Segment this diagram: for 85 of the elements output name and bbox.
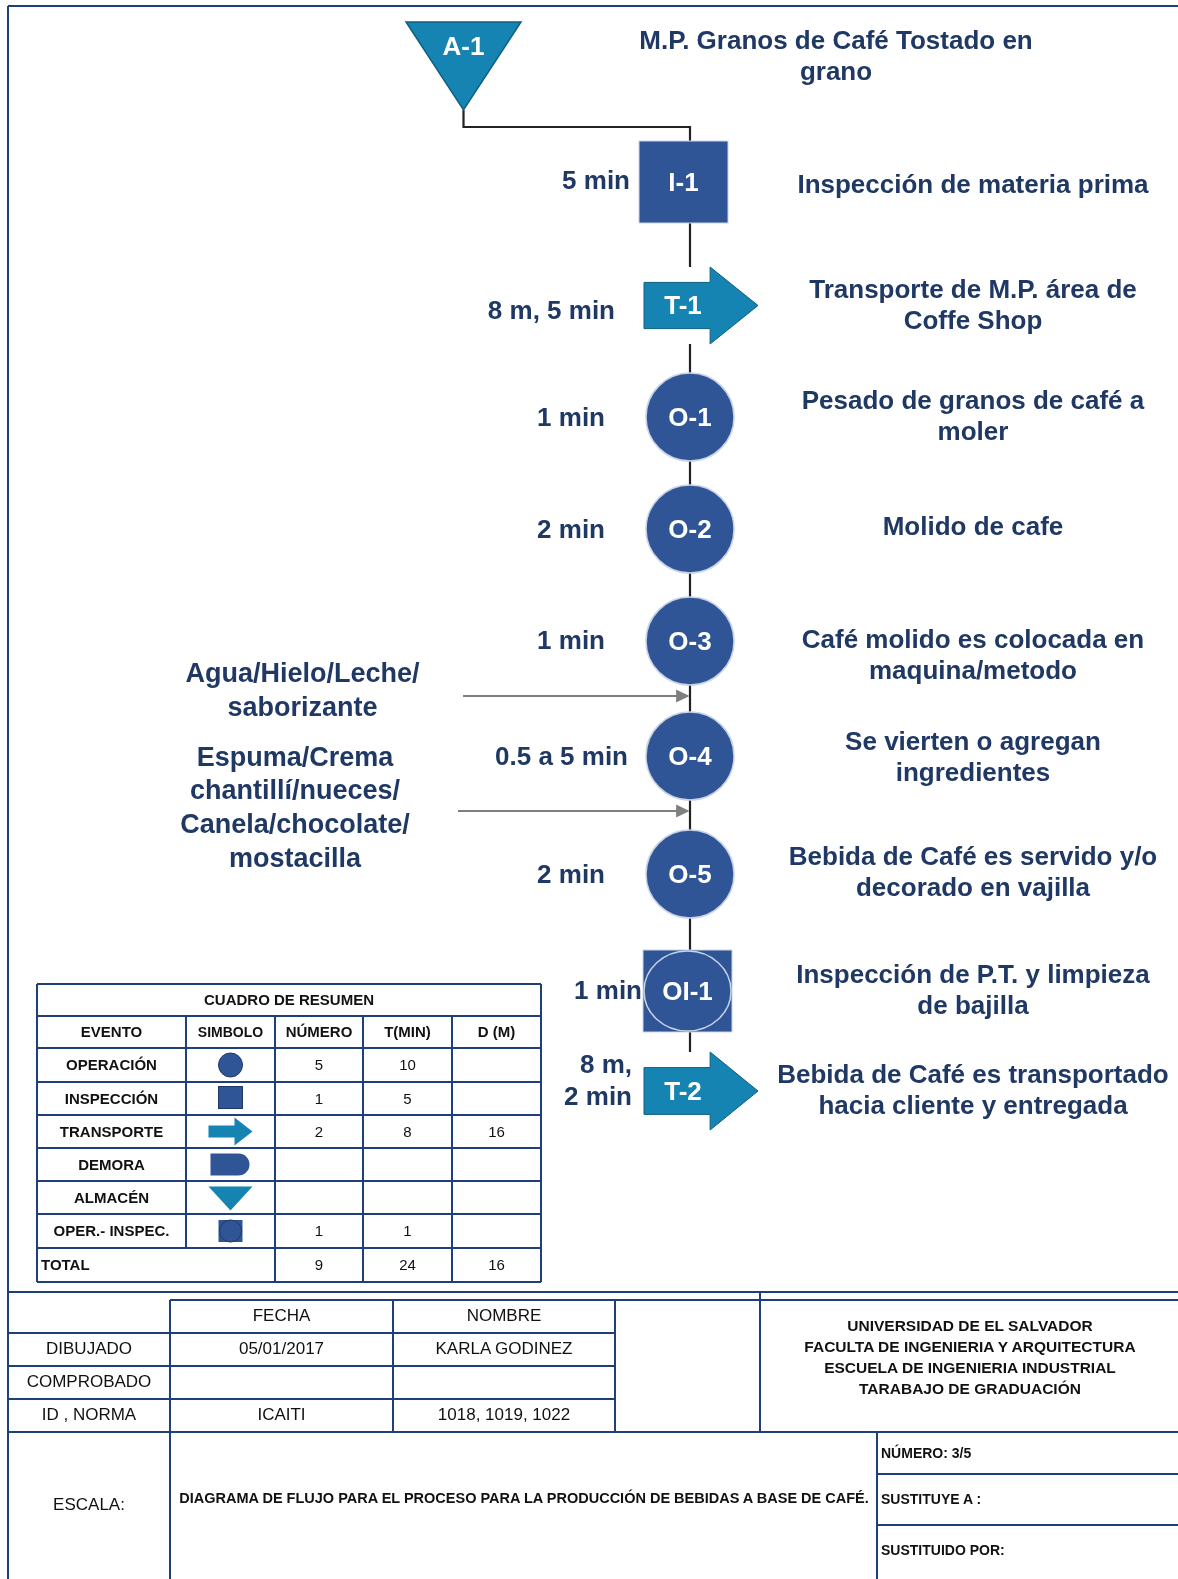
- table-value: 5: [403, 1089, 412, 1108]
- operation-circle: O-4: [646, 712, 734, 800]
- column-header: NÚMERO: [285, 1023, 353, 1041]
- operation-inspection-symbol: OI-1: [643, 950, 732, 1032]
- step-description: M.P. Granos de Café Tostado en grano: [638, 24, 1034, 88]
- table-value: 05/01/2017: [238, 1339, 325, 1360]
- table-value: 16: [488, 1122, 505, 1141]
- step-description: 8 m, 2 min: [563, 1047, 632, 1113]
- sheet-number: NÚMERO: 3/5: [881, 1444, 972, 1462]
- step-description: 1 min: [536, 400, 605, 434]
- table-value: 2: [314, 1122, 324, 1141]
- table-value: ICAITI: [257, 1405, 306, 1426]
- transport-symbol: T-1: [644, 267, 758, 344]
- event-name: ALMACÉN: [74, 1188, 149, 1207]
- institution-name: UNIVERSIDAD DE EL SALVADOR: [847, 1317, 1093, 1336]
- event-name: OPERACIÓN: [66, 1056, 157, 1074]
- row-header: ID , NORMA: [41, 1405, 137, 1426]
- connector-line: [688, 1032, 692, 1052]
- storage-triangle: A-1: [406, 22, 521, 110]
- table-value: 1: [314, 1222, 324, 1240]
- step-description: Molido de cafe: [882, 511, 1064, 543]
- operation-circle: O-1: [646, 373, 734, 461]
- table-value: 1018, 1019, 1022: [437, 1405, 571, 1426]
- table-value: KARLA GODINEZ: [435, 1339, 573, 1360]
- connector-line: [688, 223, 692, 267]
- column-header: FECHA: [252, 1306, 311, 1327]
- step-description: 1 min: [573, 973, 642, 1007]
- transport-symbol: T-2: [644, 1052, 758, 1130]
- step-description: 2 min: [536, 857, 605, 891]
- institution-name: ESCUELA DE INGENIERIA INDUSTRIAL: [824, 1359, 1116, 1378]
- drawing-title: DIAGRAMA DE FLUJO PARA EL PROCESO PARA LA PRODUCCIÓN DE BEBIDAS A BASE DE CAFÉ.: [179, 1490, 869, 1508]
- connector-line: [688, 685, 692, 712]
- table-value: 5: [314, 1056, 324, 1074]
- operation-circle: O-5: [646, 830, 734, 918]
- table-value: 24: [399, 1256, 416, 1274]
- step-description: 8 m, 5 min: [486, 293, 615, 327]
- input-label: Agua/Hielo/Leche/ saborizante: [150, 655, 455, 727]
- step-description: Café molido es colocada en maquina/metodo: [800, 623, 1146, 687]
- event-name: INSPECCIÓN: [64, 1089, 159, 1108]
- step-description: Pesado de granos de café a moler: [800, 384, 1146, 448]
- column-header: T(MIN): [384, 1023, 431, 1041]
- field-label: SUSTITUIDO POR:: [881, 1541, 1005, 1559]
- connector-line: [688, 344, 692, 373]
- institution-name: FACULTA DE INGENIERIA Y ARQUITECTURA: [804, 1338, 1136, 1357]
- event-name: DEMORA: [78, 1155, 145, 1174]
- total-label: TOTAL: [41, 1256, 90, 1274]
- column-header: EVENTO: [80, 1023, 143, 1041]
- step-description: Se vierten o agregan ingredientes: [844, 725, 1102, 789]
- step-description: Bebida de Café es servido y/o decorado en vajilla: [787, 840, 1159, 904]
- step-description: Inspección de materia prima: [797, 169, 1149, 201]
- arrow: [458, 804, 690, 818]
- field-label: SUSTITUYE A :: [881, 1491, 982, 1508]
- step-description: Bebida de Café es transportado hacia cliente y entregada: [776, 1058, 1170, 1122]
- table-value: 1: [403, 1222, 412, 1240]
- column-header: SIMBOLO: [197, 1023, 264, 1041]
- step-description: 1 min: [536, 623, 605, 657]
- step-description: 5 min: [561, 163, 630, 197]
- table-value: 16: [488, 1256, 505, 1274]
- operation-circle: O-3: [646, 597, 734, 685]
- connector-line: [688, 461, 692, 485]
- table-value: 8: [403, 1122, 412, 1141]
- inspection-square: I-1: [639, 141, 728, 223]
- step-description: Inspección de P.T. y limpieza de bajilla: [795, 958, 1151, 1022]
- event-name: OPER.- INSPEC.: [53, 1222, 170, 1240]
- column-header: NOMBRE: [466, 1306, 542, 1327]
- step-description: Transporte de M.P. área de Coffe Shop: [808, 273, 1138, 337]
- arrow: [463, 689, 690, 703]
- table-value: 1: [314, 1089, 324, 1108]
- operation-circle: O-2: [646, 485, 734, 573]
- step-description: 0.5 a 5 min: [494, 739, 628, 773]
- connector-line: [462, 110, 692, 141]
- table-value: 10: [399, 1056, 416, 1074]
- column-header: D (M): [477, 1023, 516, 1041]
- table-title: CUADRO DE RESUMEN: [204, 991, 374, 1009]
- row-header: ESCALA:: [53, 1495, 125, 1516]
- table-value: 9: [314, 1256, 324, 1274]
- institution-name: TARABAJO DE GRADUACIÓN: [859, 1380, 1081, 1399]
- event-name: TRANSPORTE: [59, 1122, 164, 1141]
- row-header: DIBUJADO: [46, 1339, 132, 1360]
- connector-line: [688, 573, 692, 597]
- row-header: COMPROBADO: [26, 1372, 152, 1393]
- connector-line: [688, 918, 692, 950]
- connector-line: [688, 800, 692, 830]
- step-description: 2 min: [536, 512, 605, 546]
- input-label: Espuma/Crema chantillí/nueces/ Canela/chocolate/ mostacilla: [140, 740, 450, 876]
